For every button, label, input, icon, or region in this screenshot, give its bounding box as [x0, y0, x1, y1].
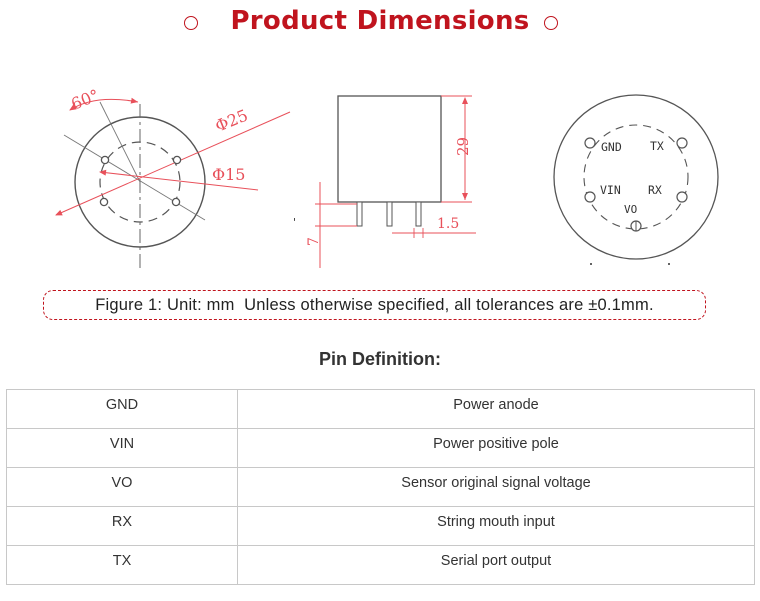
sensor-body	[337, 95, 442, 203]
top-view-drawing: 60° Φ25 Φ15	[55, 85, 291, 268]
pin-name-cell: GND	[6, 389, 238, 429]
pin-hole	[100, 155, 110, 165]
pin-definition-cell: Serial port output	[237, 545, 755, 585]
table-row: GND Power anode	[6, 389, 755, 429]
table-row: VO Sensor original signal voltage	[6, 467, 755, 507]
pin-definition-cell: Power anode	[237, 389, 755, 429]
table-row: VIN Power positive pole	[6, 428, 755, 468]
pin-rx-marker	[676, 191, 688, 203]
pin-gnd-label: GND	[601, 140, 622, 154]
pinout-drawing: GND TX VIN RX VO	[553, 94, 719, 265]
figure-caption: Figure 1: Unit: mm Unless otherwise spec…	[43, 290, 706, 320]
pin-name-cell: RX	[6, 506, 238, 546]
diagonal-centerline	[63, 134, 206, 221]
outer-diameter-line	[55, 111, 291, 216]
pitch-label: 1.5	[437, 216, 459, 232]
pin-definition-title: Pin Definition:	[319, 349, 441, 369]
pinout-pin-circle	[583, 124, 689, 230]
pin-name-cell: VO	[6, 467, 238, 507]
pin-gnd-marker	[584, 137, 596, 149]
angle-arc	[69, 97, 139, 111]
height-label: 29	[454, 137, 472, 156]
pin-hole	[99, 197, 109, 207]
pin-leg	[356, 201, 363, 227]
pin-leg	[415, 201, 422, 227]
circle-bullet-icon	[544, 16, 558, 30]
pin-circle-diameter-line	[99, 169, 259, 191]
pin-vin-label: VIN	[600, 183, 621, 197]
table-row: TX Serial port output	[6, 545, 755, 585]
table-row: RX String mouth input	[6, 506, 755, 546]
pinout-outer-circle	[553, 94, 719, 260]
dimension-drawings: 60° Φ25 Φ15 29 7 1.5	[0, 80, 760, 275]
pin-definition-table: GND Power anode VIN Power positive pole …	[6, 389, 755, 585]
pin-definition-cell: Power positive pole	[237, 428, 755, 468]
pin-rx-label: RX	[648, 183, 662, 197]
pin-definition-cell: Sensor original signal voltage	[237, 467, 755, 507]
page-title: Product Dimensions	[230, 6, 530, 36]
pin-circle-diameter-label: Φ15	[212, 165, 245, 184]
pin-name-cell: TX	[6, 545, 238, 585]
pin-tx-label: TX	[650, 139, 664, 153]
pin-vo-label: VO	[624, 203, 637, 216]
dimension-drawings-svg: 60° Φ25 Φ15 29 7 1.5	[55, 85, 719, 268]
title-bar: Product Dimensions	[0, 4, 760, 44]
outer-diameter-label: Φ25	[212, 106, 250, 136]
pin-vin-marker	[584, 191, 596, 203]
side-view-drawing: 29 7 1.5 '	[293, 95, 476, 268]
pin-length-label: 7	[306, 237, 322, 246]
pin-definition-cell: String mouth input	[237, 506, 755, 546]
pin-tx-marker	[676, 137, 688, 149]
dot-mark	[590, 263, 592, 265]
circle-bullet-icon	[184, 16, 198, 30]
pin-leg	[386, 201, 393, 227]
pin-name-cell: VIN	[6, 428, 238, 468]
angle-label: 60°	[68, 85, 101, 113]
pin-hole	[171, 197, 181, 207]
dot-mark	[668, 263, 670, 265]
angle-line	[99, 101, 141, 183]
pin-hole	[172, 155, 182, 165]
tick-mark: '	[293, 216, 296, 229]
